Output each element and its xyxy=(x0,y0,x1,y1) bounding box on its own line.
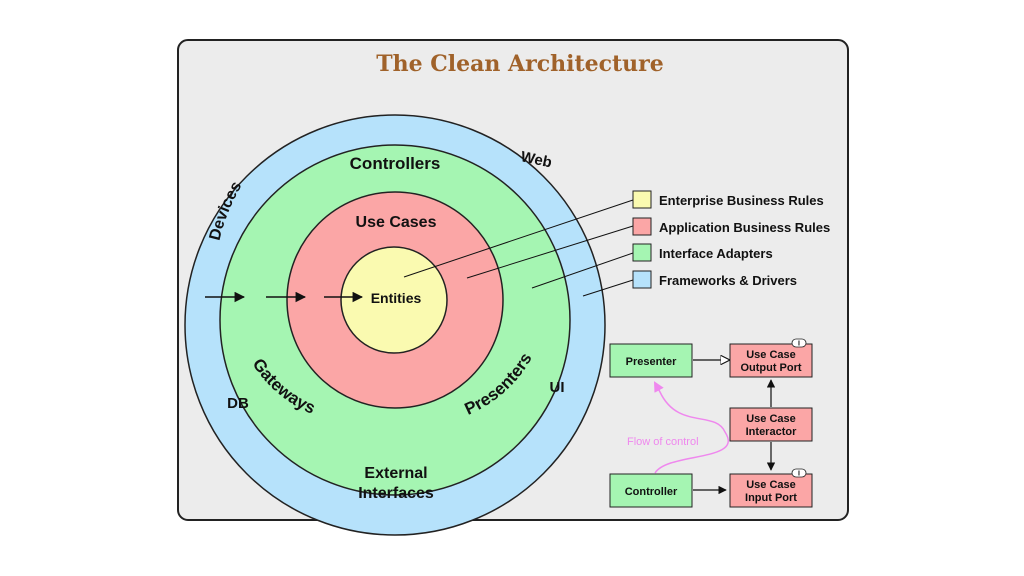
interactor-box xyxy=(729,407,813,442)
output-port-label-line2: Output Port xyxy=(740,362,801,374)
output-port-box xyxy=(729,343,813,378)
legend-swatch-application xyxy=(632,217,652,236)
external-interfaces-label-line2: Interfaces xyxy=(358,485,434,502)
legend-label-application: Application Business Rules xyxy=(659,220,830,235)
web-label: Web xyxy=(519,148,553,171)
legend: Enterprise Business Rules Application Bu… xyxy=(632,190,830,289)
output-port-label-line1: Use Case xyxy=(746,349,796,361)
legend-pointer xyxy=(531,252,634,289)
presenter-box-label: Presenter xyxy=(626,356,677,368)
legend-pointer xyxy=(466,225,634,279)
external-interfaces-label-line1: External xyxy=(364,465,427,482)
interactor-label-line1: Use Case xyxy=(746,413,796,425)
interactor-label-line2: Interactor xyxy=(746,426,797,438)
ui-label: UI xyxy=(550,379,565,396)
legend-pointer xyxy=(403,199,634,278)
interface-marker-input xyxy=(791,468,807,478)
flow-of-control-label: Flow of control xyxy=(627,436,699,448)
input-port-label-line2: Input Port xyxy=(745,492,797,504)
controller-box xyxy=(609,473,693,508)
flow-of-control-curve xyxy=(653,381,729,474)
interface-marker-input-label: I xyxy=(798,471,800,478)
use-cases-label: Use Cases xyxy=(356,214,437,231)
input-port-label-line1: Use Case xyxy=(746,479,796,491)
legend-label-enterprise: Enterprise Business Rules xyxy=(659,193,824,208)
legend-pointers xyxy=(403,199,634,297)
legend-swatch-frameworks xyxy=(632,270,652,289)
controllers-label: Controllers xyxy=(350,154,441,173)
entities-circle xyxy=(340,246,448,354)
legend-label-adapters: Interface Adapters xyxy=(659,246,773,261)
controller-box-label: Controller xyxy=(625,486,678,498)
presenter-box xyxy=(609,343,693,378)
entities-label: Entities xyxy=(371,290,422,306)
db-label: DB xyxy=(227,395,249,412)
diagram-title: The Clean Architecture xyxy=(376,51,664,77)
legend-label-frameworks: Frameworks & Drivers xyxy=(659,273,797,288)
input-port-box xyxy=(729,473,813,508)
interface-marker-output xyxy=(791,338,807,348)
legend-pointer xyxy=(582,279,634,297)
legend-swatch-adapters xyxy=(632,243,652,262)
flow-of-control-diagram: Presenter Use Case Output Port I Use Cas… xyxy=(609,338,813,508)
legend-swatch-enterprise xyxy=(632,190,652,209)
interface-marker-output-label: I xyxy=(798,341,800,348)
